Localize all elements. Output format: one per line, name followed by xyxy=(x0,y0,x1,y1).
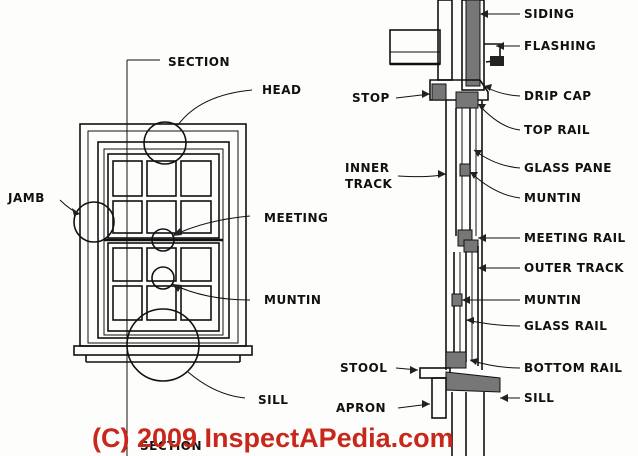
label-muntin-left: MUNTIN xyxy=(264,293,321,307)
window-section xyxy=(389,0,521,456)
label-outer-track: OUTER TRACK xyxy=(524,261,624,275)
header-block xyxy=(389,29,441,65)
lower-sash xyxy=(107,242,220,332)
top-rail-shape xyxy=(455,91,479,109)
label-glass-rail: GLASS RAIL xyxy=(524,319,607,333)
frame-inner xyxy=(103,148,224,336)
muntin-circle xyxy=(151,266,175,290)
head-circle xyxy=(143,121,187,165)
jamb-circle xyxy=(73,201,115,243)
stool-shape xyxy=(73,345,253,356)
label-apron: APRON xyxy=(336,401,386,415)
label-section: SECTION xyxy=(168,55,230,69)
label-stop: STOP xyxy=(352,91,390,105)
label-meeting-rail: MEETING RAIL xyxy=(524,231,626,245)
muntin-lower-shape xyxy=(451,293,463,307)
frame xyxy=(97,141,230,339)
muntin-upper-shape xyxy=(459,163,471,177)
apron-shape xyxy=(431,377,447,419)
label-inner-track-2: TRACK xyxy=(345,177,393,191)
label-siding: SIDING xyxy=(524,7,574,21)
casing-outer xyxy=(79,123,247,347)
label-glass-pane: GLASS PANE xyxy=(524,161,612,175)
label-sill-left: SILL xyxy=(258,393,288,407)
label-muntin-r2: MUNTIN xyxy=(524,293,581,307)
stop-shape xyxy=(431,83,447,101)
siding-shape xyxy=(465,0,481,87)
drip-cap-shape xyxy=(429,79,489,101)
casing-inner xyxy=(87,130,239,344)
copyright-watermark: (C) 2009 InspectAPedia.com xyxy=(92,423,454,453)
label-sill-right: SILL xyxy=(524,391,554,405)
window-elevation xyxy=(59,59,253,456)
upper-panes xyxy=(112,160,212,234)
label-meeting: MEETING xyxy=(264,211,328,225)
label-flashing: FLASHING xyxy=(524,39,596,53)
bottom-rail-shape xyxy=(445,351,467,369)
upper-sash xyxy=(107,153,220,239)
label-muntin-r1: MUNTIN xyxy=(524,191,581,205)
label-inner-track-1: INNER xyxy=(345,161,390,175)
label-stool: STOOL xyxy=(340,361,387,375)
label-head: HEAD xyxy=(262,83,302,97)
label-jamb: JAMB xyxy=(7,191,45,205)
label-drip-cap: DRIP CAP xyxy=(524,89,592,103)
sill-shape xyxy=(445,371,501,393)
label-top-rail: TOP RAIL xyxy=(524,123,590,137)
label-bottom-rail: BOTTOM RAIL xyxy=(524,361,622,375)
label-section-bottom: SECTION xyxy=(140,439,202,453)
meeting-circle xyxy=(151,228,175,252)
